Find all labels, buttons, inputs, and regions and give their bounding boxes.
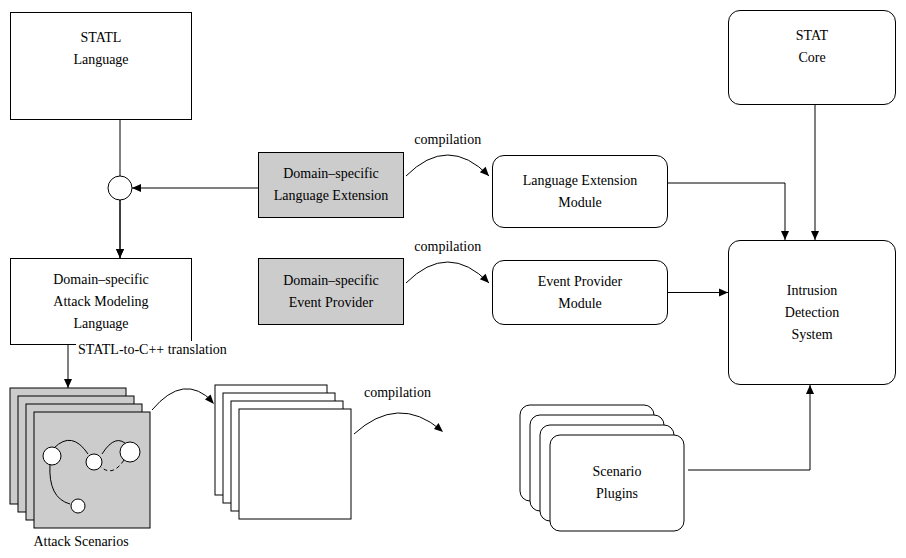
node-text: Language Extension Module bbox=[515, 170, 645, 214]
text-wrap: Event Provider Module bbox=[528, 271, 633, 315]
core-box: STAT Core bbox=[728, 10, 896, 105]
text-wrap: Scenario Plugins bbox=[585, 461, 650, 505]
module-box: Language Extension Module bbox=[492, 155, 668, 228]
node-text: STATL Language bbox=[61, 27, 141, 71]
system-box: Intrusion Detection System bbox=[728, 240, 896, 385]
page-stack bbox=[8, 386, 154, 557]
extension-box: Domain–specific Language Extension bbox=[258, 152, 404, 218]
translation-label: STATL-to-C++ translation bbox=[76, 341, 229, 359]
edge-label: compilation bbox=[412, 238, 483, 256]
provider-box: Domain–specific Event Provider bbox=[258, 258, 404, 325]
text-wrap: Language Extension Module bbox=[515, 170, 645, 214]
compilation-arrow bbox=[354, 413, 443, 434]
connector bbox=[406, 262, 489, 283]
node-text: Domain–specific Attack Modeling Language bbox=[44, 269, 159, 335]
connector bbox=[688, 385, 814, 470]
text-wrap: STAT Core bbox=[787, 25, 837, 69]
text-wrap: STATL Language bbox=[61, 27, 141, 71]
text-wrap: Domain–specific Event Provider bbox=[276, 270, 386, 314]
node-text: Scenario Plugins bbox=[585, 461, 650, 505]
edge-label: compilation bbox=[412, 131, 483, 149]
text-wrap: Intrusion Detection System bbox=[772, 280, 852, 346]
scenario-stack: Attack Scenarios bbox=[8, 386, 154, 557]
node-text: Domain–specific Event Provider bbox=[276, 270, 386, 314]
node-text: Intrusion Detection System bbox=[772, 280, 852, 346]
language-box: Domain–specific Attack Modeling Language bbox=[10, 258, 192, 345]
text-wrap: Domain–specific Language Extension bbox=[266, 163, 396, 207]
text-wrap: Domain–specific Attack Modeling Language bbox=[44, 269, 159, 335]
translation-arrow bbox=[152, 389, 214, 410]
connector bbox=[116, 184, 258, 258]
plugin-stack: Scenario Plugins bbox=[518, 403, 694, 537]
generated-code-pages bbox=[215, 385, 351, 519]
connector bbox=[406, 155, 489, 176]
text-wrap: Attack Scenarios bbox=[8, 532, 154, 552]
language-box: STATL Language bbox=[10, 12, 192, 120]
connector bbox=[668, 289, 728, 297]
node-text: STAT Core bbox=[787, 25, 837, 69]
node-text: Domain–specific Language Extension bbox=[266, 163, 396, 207]
connector bbox=[811, 105, 819, 240]
connector bbox=[116, 120, 124, 258]
node-text: Attack Scenarios bbox=[8, 532, 154, 552]
module-box: Event Provider Module bbox=[492, 260, 668, 325]
connector bbox=[668, 183, 789, 240]
compilation-label: compilation bbox=[362, 384, 433, 402]
junction-circle bbox=[108, 176, 132, 200]
connector bbox=[64, 345, 72, 388]
node-text: Event Provider Module bbox=[528, 271, 633, 315]
